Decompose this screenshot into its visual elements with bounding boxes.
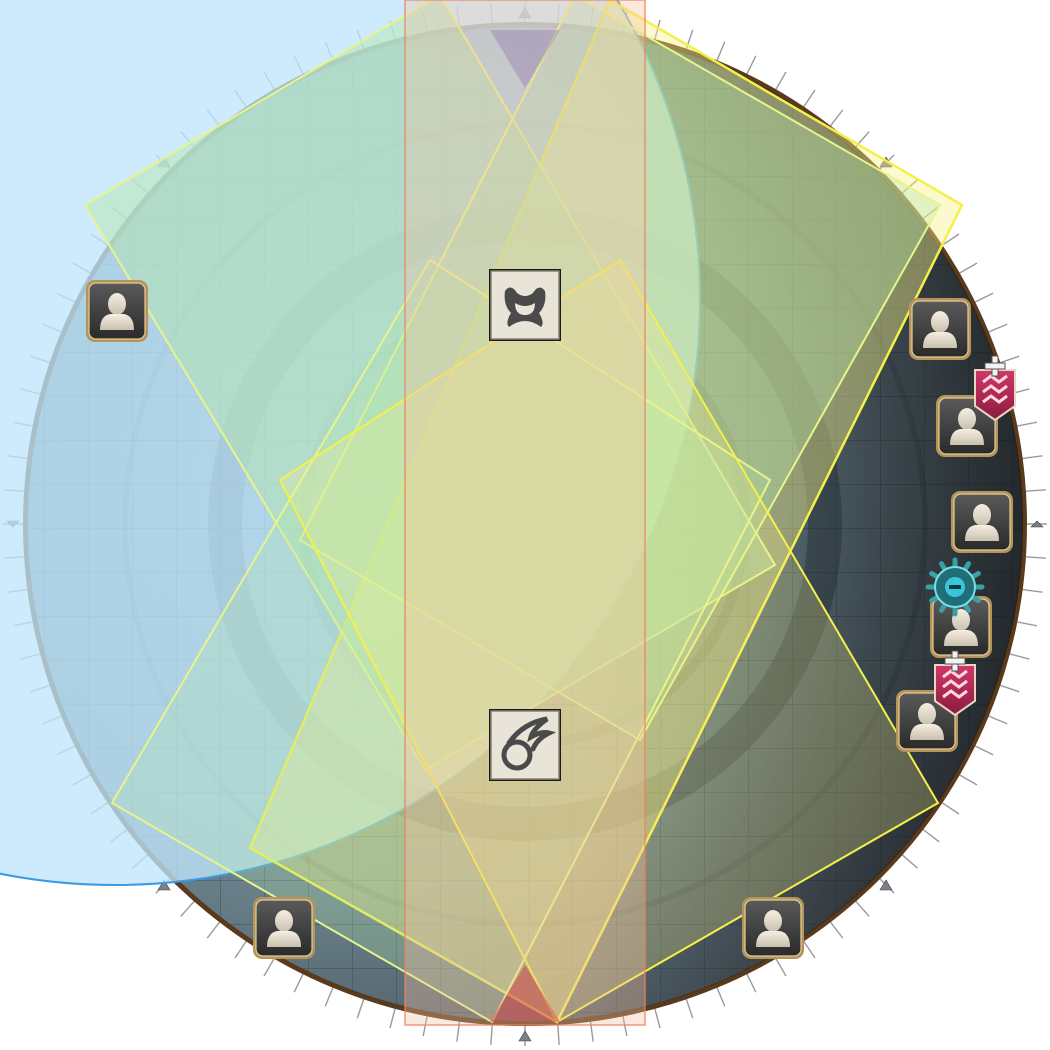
aoe-cross-rect-lower-right xyxy=(278,258,940,1024)
rim-tick xyxy=(802,89,816,109)
rim-tick xyxy=(589,1019,594,1042)
rim-tick xyxy=(973,744,994,756)
horned-helmet-icon xyxy=(489,269,561,341)
rim-tick xyxy=(456,1019,461,1042)
person-icon xyxy=(910,703,944,740)
rim-tick xyxy=(1020,588,1043,593)
aoe-cross-rect-right xyxy=(298,0,942,742)
rim-tick xyxy=(715,985,726,1007)
rim-tick xyxy=(685,29,694,51)
party-member-marker[interactable] xyxy=(930,596,992,658)
rim-tick xyxy=(356,997,365,1019)
rim-tick xyxy=(986,323,1008,334)
rim-tick xyxy=(557,1022,560,1045)
rim-tick xyxy=(854,899,870,917)
plus-icon xyxy=(984,355,1006,377)
rim-tick xyxy=(263,956,276,977)
rim-tick xyxy=(828,920,844,939)
rim-tick xyxy=(1020,455,1043,460)
rim-tick xyxy=(715,41,726,63)
rim-tick xyxy=(1015,620,1038,627)
party-member-marker[interactable] xyxy=(936,395,998,457)
party-member-marker[interactable] xyxy=(253,897,315,959)
rim-marker-south xyxy=(518,1030,532,1042)
rim-marker-sw xyxy=(157,879,171,891)
lightning-debuff-icon xyxy=(974,355,1016,422)
rim-tick xyxy=(957,773,978,786)
rim-tick xyxy=(685,997,694,1019)
rim-tick xyxy=(900,853,918,869)
aoe-cross-rect-lower xyxy=(110,258,772,1024)
rim-tick xyxy=(973,292,994,304)
rim-tick xyxy=(1015,421,1038,428)
aoe-cross-rects xyxy=(83,0,942,1024)
rim-tick xyxy=(921,827,940,843)
rim-tick xyxy=(998,684,1020,693)
rim-marker-east xyxy=(1030,520,1044,528)
person-icon xyxy=(950,408,984,445)
person-icon xyxy=(267,910,301,947)
rim-marker-se xyxy=(879,879,893,891)
rim-tick xyxy=(986,714,1008,725)
rim-tick xyxy=(490,1022,493,1045)
person-icon xyxy=(923,311,957,348)
rim-tick xyxy=(324,985,335,1007)
party-member-marker[interactable] xyxy=(86,280,148,342)
lightning-debuff-icon xyxy=(934,650,976,717)
party-member-marker[interactable] xyxy=(909,298,971,360)
person-icon xyxy=(965,504,999,541)
rim-tick xyxy=(745,972,757,993)
party-member-marker[interactable] xyxy=(951,491,1013,553)
rim-tick xyxy=(774,956,787,977)
rim-tick xyxy=(206,920,222,939)
rim-tick xyxy=(921,205,940,221)
rim-tick xyxy=(234,939,248,959)
rim-tick xyxy=(998,355,1020,364)
rim-tick xyxy=(1023,556,1046,559)
plus-icon xyxy=(944,650,966,672)
aoe-center-strip xyxy=(404,0,646,1026)
comet-icon xyxy=(489,709,561,781)
aoe-cross-rect-left xyxy=(83,0,777,772)
party-member-marker[interactable] xyxy=(742,897,804,959)
rim-tick xyxy=(653,19,661,42)
rim-tick xyxy=(828,109,844,128)
person-icon xyxy=(756,910,790,947)
rim-tick xyxy=(774,71,787,92)
rim-tick xyxy=(802,939,816,959)
rim-tick xyxy=(389,1006,397,1029)
rim-tick xyxy=(1023,489,1046,492)
gear-debuff-icon xyxy=(925,557,985,617)
rim-tick xyxy=(653,1006,661,1029)
rim-tick xyxy=(940,801,960,815)
rim-tick xyxy=(957,262,978,275)
rim-tick xyxy=(1007,652,1030,660)
rim-tick xyxy=(745,55,757,76)
rim-tick xyxy=(293,972,305,993)
person-icon xyxy=(100,293,134,330)
party-markers xyxy=(86,280,1016,959)
rim-tick xyxy=(180,899,196,917)
